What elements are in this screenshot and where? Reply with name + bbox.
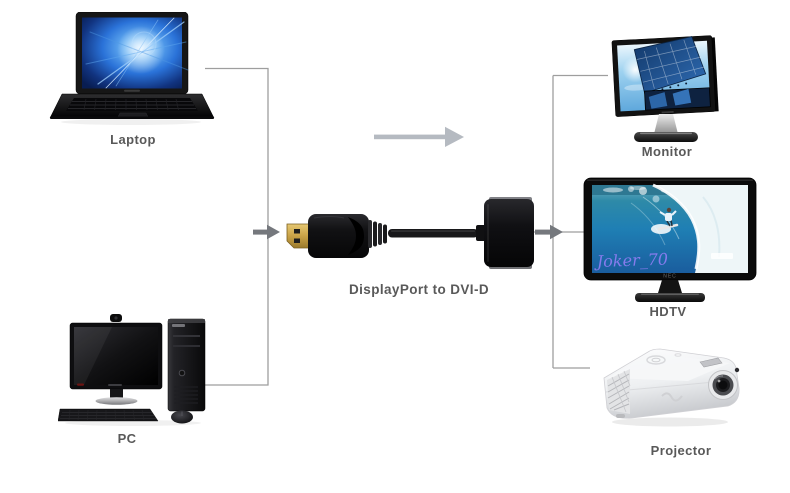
hdtv-stand (635, 280, 705, 302)
projector-vent (607, 369, 631, 414)
hdtv-brand-text: NEC (663, 274, 677, 280)
adapter-cable (368, 220, 486, 248)
projector-image (603, 348, 740, 427)
pc-mouse (171, 410, 193, 424)
arrow-into-hdtv-icon (535, 224, 563, 240)
displayport-plug (286, 214, 369, 258)
pc-label: PC (117, 431, 137, 446)
monitor-stand (634, 114, 698, 142)
monitor-image (611, 35, 719, 142)
laptop-label: Laptop (110, 132, 156, 147)
pc-tower (167, 318, 206, 412)
pc-monitor (69, 314, 163, 405)
hdtv-image: Joker_70 NEC (583, 177, 757, 302)
projector-label: Projector (650, 443, 712, 458)
laptop-image (49, 12, 215, 125)
hdtv-label: HDTV (649, 304, 687, 319)
hdtv-watermark-text: Joker_70 (593, 250, 668, 272)
monitor-label: Monitor (641, 144, 693, 159)
projector-lens (708, 370, 738, 400)
adapter-image (286, 197, 534, 269)
pc-keyboard (58, 408, 159, 422)
arrow-into-adapter-icon (253, 224, 280, 240)
monitor-panel (611, 35, 719, 117)
adapter-label: DisplayPort to DVI-D (348, 282, 490, 297)
laptop-base (49, 93, 215, 125)
pc-image (58, 314, 206, 426)
flow-arrow-icon (374, 126, 464, 147)
dvi-housing (484, 197, 534, 269)
surfer-figure (651, 207, 679, 234)
right-bracket-line (552, 74, 608, 369)
projector-body (603, 348, 740, 419)
hdtv-screen: Joker_70 (592, 183, 748, 273)
laptop-screen (75, 12, 189, 95)
